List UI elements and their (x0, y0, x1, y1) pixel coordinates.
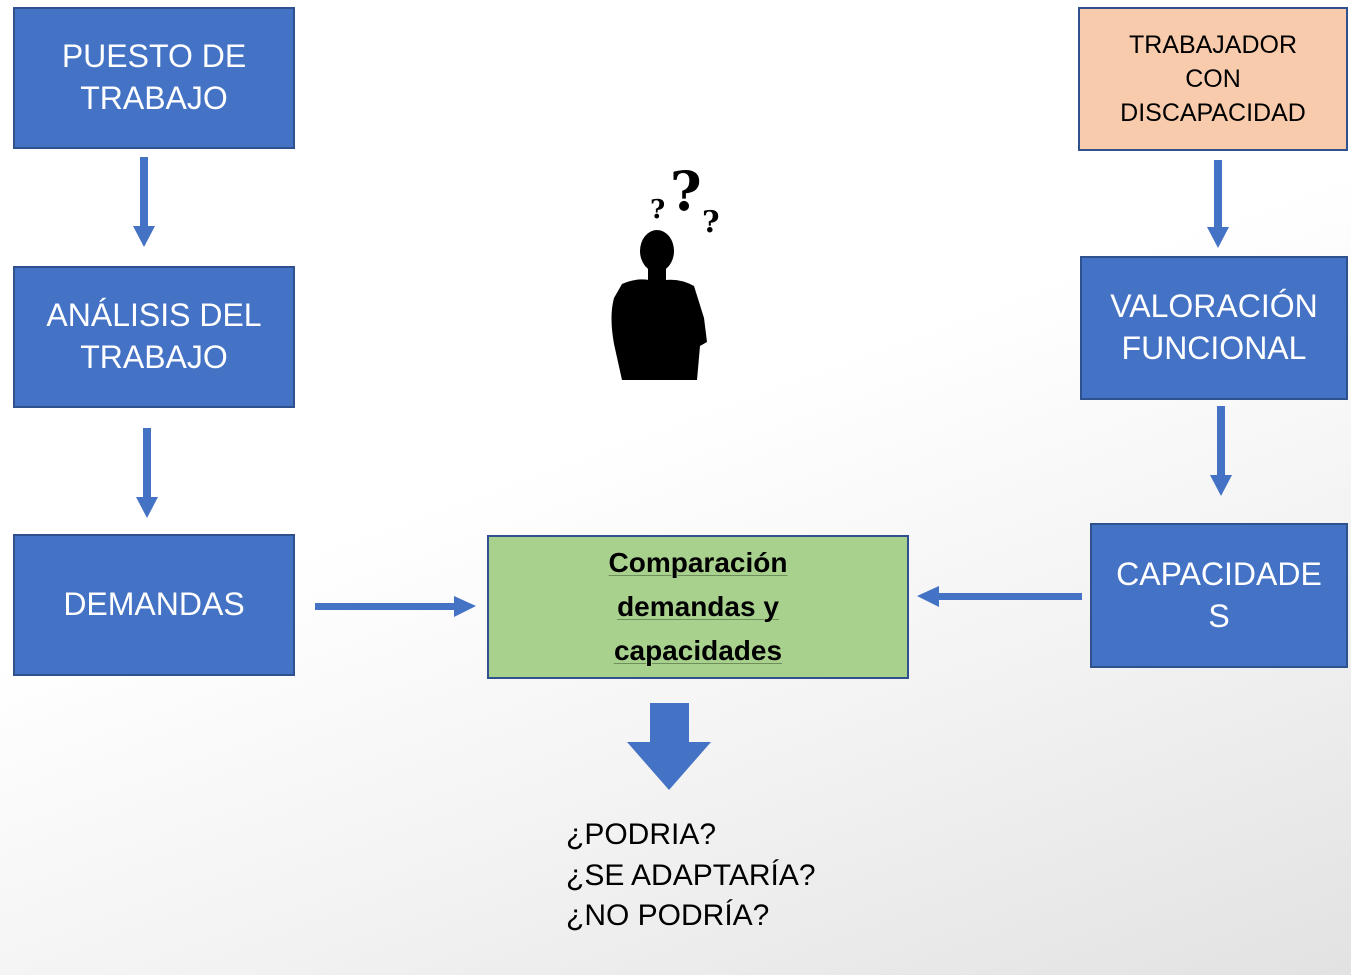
arrow-job-to-analysis (133, 157, 155, 247)
svg-text:?: ? (650, 195, 665, 225)
arrow-analysis-to-demands (136, 428, 158, 518)
outcome-questions: ¿PODRIA? ¿SE ADAPTARÍA? ¿NO PODRÍA? (566, 818, 816, 932)
person-with-question-marks-icon: ? ? ? (611, 159, 720, 380)
job-position-box: PUESTO DE TRABAJO (13, 7, 295, 149)
job-analysis-box: ANÁLISIS DEL TRABAJO (13, 266, 295, 408)
capacities-box: CAPACIDADE S (1090, 523, 1348, 668)
svg-text:?: ? (670, 159, 702, 223)
arrow-assessment-to-capacities (1210, 406, 1232, 496)
arrow-comparison-to-outcomes (627, 703, 711, 790)
arrow-demands-to-comparison (315, 596, 476, 617)
demands-box: DEMANDAS (13, 534, 295, 676)
comparison-box: Comparación demandas y capacidades (487, 535, 909, 679)
functional-assessment-box: VALORACIÓN FUNCIONAL (1080, 256, 1348, 400)
worker-with-disability-box: TRABAJADOR CON DISCAPACIDAD (1078, 7, 1348, 151)
svg-text:?: ? (702, 205, 720, 240)
arrow-worker-to-assessment (1207, 160, 1229, 248)
arrow-capacities-to-comparison (917, 586, 1082, 607)
